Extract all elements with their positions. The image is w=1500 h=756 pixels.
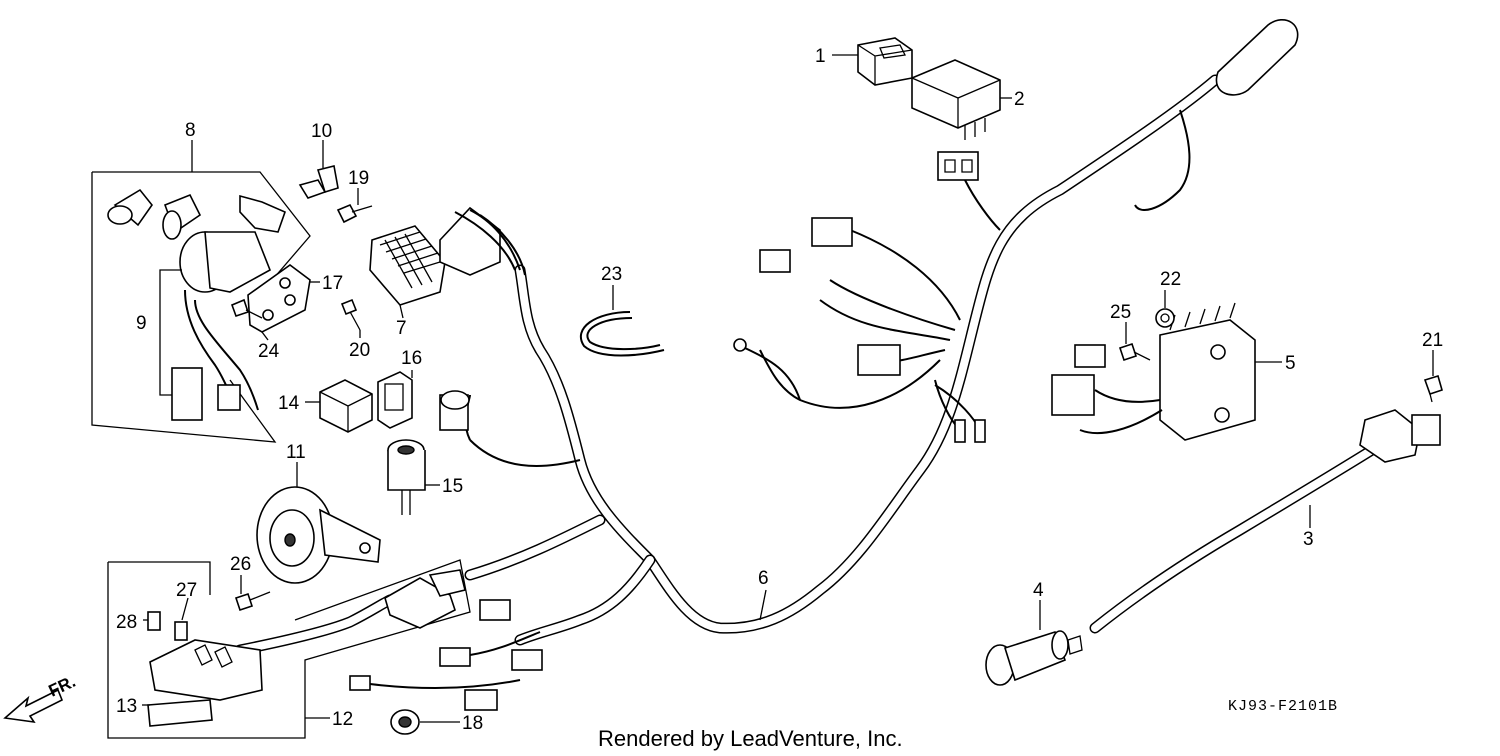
callout-13: 13 <box>116 696 137 717</box>
sensor-cable-part <box>1089 409 1441 634</box>
relay-part <box>319 379 373 433</box>
fuse-box-part <box>911 59 1001 181</box>
regulator-rectifier-part <box>1051 302 1256 441</box>
sub-harness-part <box>107 559 471 739</box>
band-clip-part <box>579 311 665 357</box>
connector-cap-part <box>377 371 413 429</box>
callout-labels: 1 2 3 4 5 6 7 8 9 10 11 12 13 14 15 16 1… <box>116 46 1443 734</box>
callout-11: 11 <box>286 442 306 463</box>
callout-8: 8 <box>185 120 196 141</box>
main-wire-harness <box>464 74 1221 646</box>
callout-1: 1 <box>815 46 826 67</box>
credit-text: Rendered by LeadVenture, Inc. <box>598 726 903 751</box>
harness-connectors <box>349 217 986 711</box>
callout-22: 22 <box>1160 269 1181 290</box>
callout-21: 21 <box>1422 330 1443 351</box>
cdi-unit-part <box>369 206 526 306</box>
callout-17: 17 <box>322 273 343 294</box>
callout-12: 12 <box>332 709 353 730</box>
bracket-part <box>247 264 311 333</box>
callout-24: 24 <box>258 341 280 362</box>
callout-28: 28 <box>116 612 137 633</box>
callout-3: 3 <box>1303 529 1314 550</box>
sensor-switch-part <box>985 630 1083 686</box>
front-direction-arrow: FR. <box>3 672 79 724</box>
leader-lines <box>142 54 1434 723</box>
fasteners <box>230 203 1443 612</box>
callout-9: 9 <box>136 313 147 334</box>
socket-part <box>387 439 426 515</box>
callout-25: 25 <box>1110 302 1131 323</box>
wire-end-grip <box>1215 19 1299 96</box>
callout-20: 20 <box>349 340 370 361</box>
callout-27: 27 <box>176 580 197 601</box>
callout-15: 15 <box>442 476 463 497</box>
callout-5: 5 <box>1285 353 1296 374</box>
callout-26: 26 <box>230 554 251 575</box>
callout-4: 4 <box>1033 580 1044 601</box>
grommet-part <box>390 709 420 735</box>
fuse-cover-part <box>857 37 913 86</box>
callout-7: 7 <box>396 318 407 339</box>
callout-16: 16 <box>401 348 422 369</box>
callout-19: 19 <box>348 168 369 189</box>
callout-14: 14 <box>278 393 300 414</box>
ignition-switch-part <box>91 171 311 443</box>
diagram-code: KJ93-F2101B <box>1228 698 1338 715</box>
callout-2: 2 <box>1014 89 1025 110</box>
callout-6: 6 <box>758 568 769 589</box>
key-part <box>298 165 339 199</box>
horn-part <box>256 486 381 584</box>
callout-10: 10 <box>311 121 332 142</box>
callout-18: 18 <box>462 713 483 734</box>
callout-23: 23 <box>601 264 622 285</box>
